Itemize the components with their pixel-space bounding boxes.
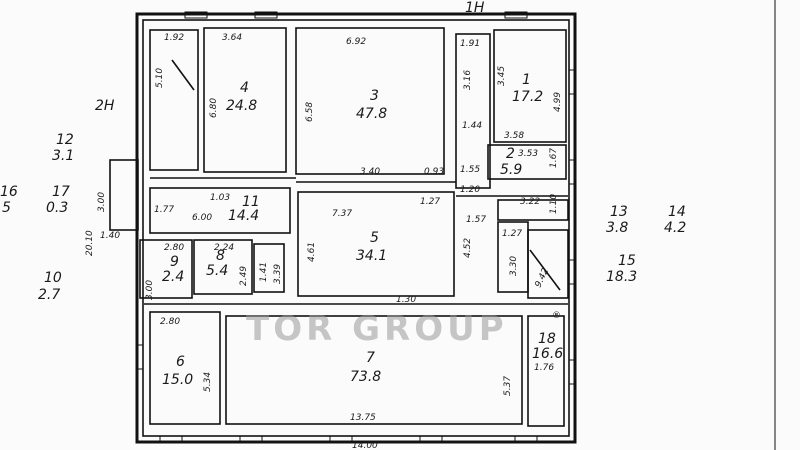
room-area: 17.2: [512, 89, 543, 105]
dimension-label: 7.37: [332, 209, 352, 219]
dimension-label: 3.00: [97, 192, 107, 212]
dimension-label: 3.16: [463, 70, 473, 90]
dimension-label: 20.10: [85, 230, 95, 256]
dimension-label: 0.93: [424, 167, 444, 177]
dimension-label: 4.61: [307, 242, 317, 262]
dimension-label: 13.75: [350, 413, 376, 423]
room-number: 7: [366, 350, 375, 366]
dimension-label: 1.03: [210, 193, 230, 203]
dimension-label: 3.64: [222, 33, 242, 43]
dimension-label: 1.77: [154, 205, 174, 215]
dimension-label: 1.76: [534, 363, 554, 373]
room-area: 24.8: [226, 98, 257, 114]
dimension-label: 1.44: [462, 121, 482, 131]
dimension-label: 5.34: [203, 372, 213, 392]
dimension-label: 14.00: [352, 441, 378, 450]
dimension-label: 5.10: [155, 68, 165, 88]
room-number: 6: [176, 354, 185, 370]
dimension-label: 3.40: [360, 167, 380, 177]
room-number: 12: [56, 132, 74, 148]
window-marks: [136, 11, 576, 443]
dimension-label: 1.27: [502, 229, 522, 239]
room-area: 2.7: [38, 287, 60, 303]
room-area: 2.4: [162, 269, 184, 285]
dimension-label: 6.80: [209, 98, 219, 118]
dimension-label: 1.41: [259, 262, 269, 282]
dimension-label: 6.92: [346, 37, 366, 47]
room-area: 18.3: [606, 269, 637, 285]
room-labels: 1 17.2 2 5.9 3 47.8 4 24.8 5 34.1 6 15.0…: [0, 72, 686, 388]
dimension-label: 6.00: [192, 213, 212, 223]
dimension-label: 2.80: [160, 317, 180, 327]
dimension-label: 1.55: [460, 165, 480, 175]
dimension-label: 1.57: [466, 215, 486, 225]
dimension-label: 1.30: [396, 295, 416, 305]
dimension-label: 3.00: [145, 280, 155, 300]
room-area: 73.8: [350, 369, 381, 385]
watermark-text: TOR GROUP: [246, 309, 508, 349]
dimension-label: 1.40: [100, 231, 120, 241]
room-area: 3.8: [606, 220, 628, 236]
dimension-label: 3.58: [504, 131, 524, 141]
room-number: 2: [506, 146, 515, 162]
dimension-label: 5.37: [503, 376, 513, 396]
room-number: 9: [170, 254, 179, 270]
dimension-label: 1.92: [164, 33, 184, 43]
room-number: 17: [52, 184, 70, 200]
outer-walls: [135, 12, 577, 444]
dimension-label: 2.24: [214, 243, 234, 253]
dimension-label: 1.10: [549, 194, 559, 214]
room-number: 14: [668, 204, 686, 220]
watermark-registered-mark: ®: [552, 311, 561, 321]
room-area: 14.4: [228, 208, 259, 224]
dimension-label: 2.49: [239, 266, 249, 286]
room-number: 5: [370, 230, 379, 246]
room-area: 47.8: [356, 106, 387, 122]
room-area: 0.3: [46, 200, 68, 216]
dimension-label: 3.22: [520, 197, 540, 207]
room-number: 13: [610, 204, 628, 220]
room-area: 5.9: [500, 162, 522, 178]
dimension-label: 1.27: [420, 197, 440, 207]
room-area: 5.4: [206, 263, 228, 279]
dimension-label: 4.99: [553, 92, 563, 112]
axis-mark-1h: 1H: [465, 0, 485, 16]
dimension-label: 3.53: [518, 149, 538, 159]
room-area: 15.0: [162, 372, 193, 388]
dimension-label: 6.58: [305, 102, 315, 122]
room-number: 11: [242, 194, 260, 210]
dimension-label: 9.42: [534, 267, 552, 290]
dimension-label: 1.67: [549, 148, 559, 168]
room-number: 10: [44, 270, 62, 286]
room-number: 3: [370, 88, 379, 104]
dimension-label: 4.52: [463, 238, 473, 258]
dimension-label: 3.45: [497, 66, 507, 86]
room-area: 5: [2, 200, 11, 216]
room-area: 16.6: [532, 346, 563, 362]
room-area: 3.1: [52, 148, 74, 164]
room-number: 16: [0, 184, 18, 200]
interior-walls: [109, 0, 776, 450]
axis-mark-2h: 2H: [95, 98, 115, 114]
room-number: 15: [618, 253, 636, 269]
room-area: 34.1: [356, 248, 387, 264]
dimension-labels: 1.92 3.64 6.92 1.91 5.10 6.80 6.58 3.16 …: [85, 33, 563, 450]
dimension-label: 2.80: [164, 243, 184, 253]
room-number: 4: [240, 80, 249, 96]
room-number: 18: [538, 331, 556, 347]
room-area: 4.2: [664, 220, 686, 236]
room-number: 8: [216, 248, 225, 264]
dimension-label: 3.30: [509, 256, 519, 276]
dimension-label: 1.20: [460, 185, 480, 195]
room-number: 1: [522, 72, 531, 88]
dimension-label: 1.91: [460, 39, 480, 49]
dimension-label: 3.39: [273, 264, 283, 284]
